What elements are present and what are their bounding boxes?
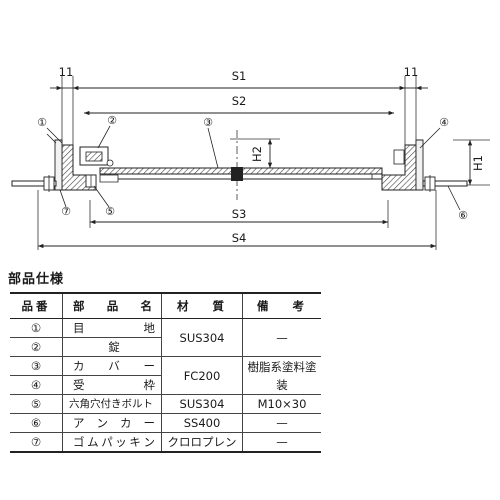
row-no: ⑥	[10, 413, 63, 433]
header-material: 材 質	[161, 292, 243, 319]
row-material: クロロプレン	[161, 432, 243, 453]
table-row: ③ カバー FC200 樹脂系塗料塗装	[10, 356, 321, 395]
callouts: ① ② ③ ④ ⑤ ⑥ ⑦	[37, 114, 468, 222]
callout-5: ⑤	[105, 205, 115, 218]
row-name: カバー	[62, 356, 162, 376]
table-row: ⑦ ゴムパッキン クロロプレン —	[10, 432, 321, 453]
bolt-part	[85, 174, 97, 188]
frame-right	[381, 139, 424, 191]
row-name: ゴムパッキン	[62, 432, 162, 453]
row-no: ①	[10, 318, 63, 338]
parts-spec-table: 品番 部 品 名 材 質 備 考 ① 目地 SUS304 —	[10, 292, 321, 453]
table-header-row: 品番 部 品 名 材 質 備 考	[10, 292, 321, 319]
callout-1: ①	[37, 116, 47, 129]
header-note: 備 考	[242, 292, 321, 319]
callout-2: ②	[107, 114, 117, 127]
callout-4: ④	[439, 116, 449, 129]
callout-6: ⑥	[458, 209, 468, 222]
anchor-left	[11, 175, 57, 192]
dim-offset-right-label: 11	[404, 65, 419, 79]
row-material: SUS304	[161, 318, 243, 357]
table-row: ⑤ 六角穴付きボルト SUS304 M10×30	[10, 394, 321, 414]
header-name: 部 品 名	[62, 292, 162, 319]
row-name: 目地	[62, 318, 162, 338]
dim-s2-label: S2	[232, 94, 247, 108]
dim-offset-left-label: 11	[59, 65, 74, 79]
dim-h1-label: H1	[471, 155, 485, 171]
dim-s1-label: S1	[232, 69, 247, 83]
cover-part	[99, 167, 383, 181]
row-no: ⑤	[10, 394, 63, 414]
dimension-labels: 11 S1 11 S2 S3 S4 H1 H2	[59, 65, 485, 245]
row-note: —	[242, 413, 321, 433]
row-name: 六角穴付きボルト	[62, 394, 162, 414]
table-row: ① 目地 SUS304 —	[10, 318, 321, 357]
row-name: アンカー	[62, 413, 162, 433]
row-no: ③	[10, 356, 63, 376]
dim-h2-label: H2	[250, 146, 264, 162]
dimension-lines	[38, 85, 473, 249]
row-material: SUS304	[161, 394, 243, 414]
row-name: 受枠	[62, 375, 162, 395]
row-no: ⑦	[10, 432, 63, 453]
section-title: 部品仕様	[8, 272, 65, 287]
row-name: 錠	[62, 337, 162, 357]
row-note: —	[242, 432, 321, 453]
row-note: M10×30	[242, 394, 321, 414]
table-row: ⑥ アンカー SS400 —	[10, 413, 321, 433]
row-note: 樹脂系塗料塗装	[242, 356, 321, 395]
dim-s3-label: S3	[232, 207, 247, 221]
row-no: ④	[10, 375, 63, 395]
row-material: SS400	[161, 413, 243, 433]
anchor-right	[422, 175, 468, 192]
cross-section-drawing: ① ② ③ ④ ⑤ ⑥ ⑦ 11 S1 11 S2 S3 S4 H1 H2	[11, 65, 490, 250]
row-material: FC200	[161, 356, 243, 395]
leader-lines	[46, 125, 461, 211]
row-note: —	[242, 318, 321, 357]
table-row: ④ 受枠	[10, 375, 321, 395]
header-no: 品番	[10, 292, 63, 319]
row-no: ②	[10, 337, 63, 357]
dim-s4-label: S4	[232, 231, 247, 245]
callout-3: ③	[203, 116, 213, 129]
callout-7: ⑦	[61, 205, 71, 218]
table-row: ② 錠	[10, 337, 321, 357]
